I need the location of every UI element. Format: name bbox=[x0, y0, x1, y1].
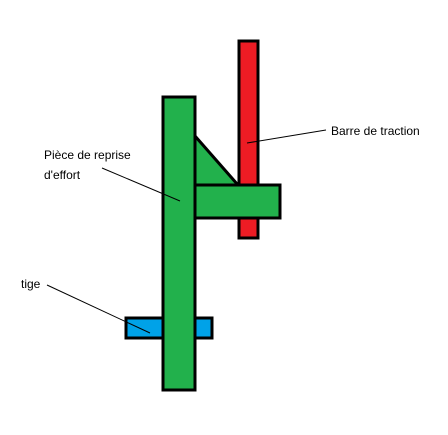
load-piece-arm bbox=[193, 183, 282, 220]
load-piece-vertical bbox=[161, 95, 197, 392]
rod-leader bbox=[46, 284, 151, 334]
load-piece-label-line1: Pièce de reprise bbox=[44, 148, 131, 162]
load-piece-label-line2: d'effort bbox=[44, 168, 81, 182]
load-piece-leader bbox=[101, 167, 181, 202]
traction-bar-leader bbox=[246, 129, 327, 144]
load-piece-label: Pièce de reprise d'effort bbox=[44, 145, 131, 185]
rod-label: tige bbox=[21, 277, 41, 291]
load-piece-gusset bbox=[193, 132, 242, 187]
traction-bar-label: Barre de traction bbox=[331, 124, 420, 138]
